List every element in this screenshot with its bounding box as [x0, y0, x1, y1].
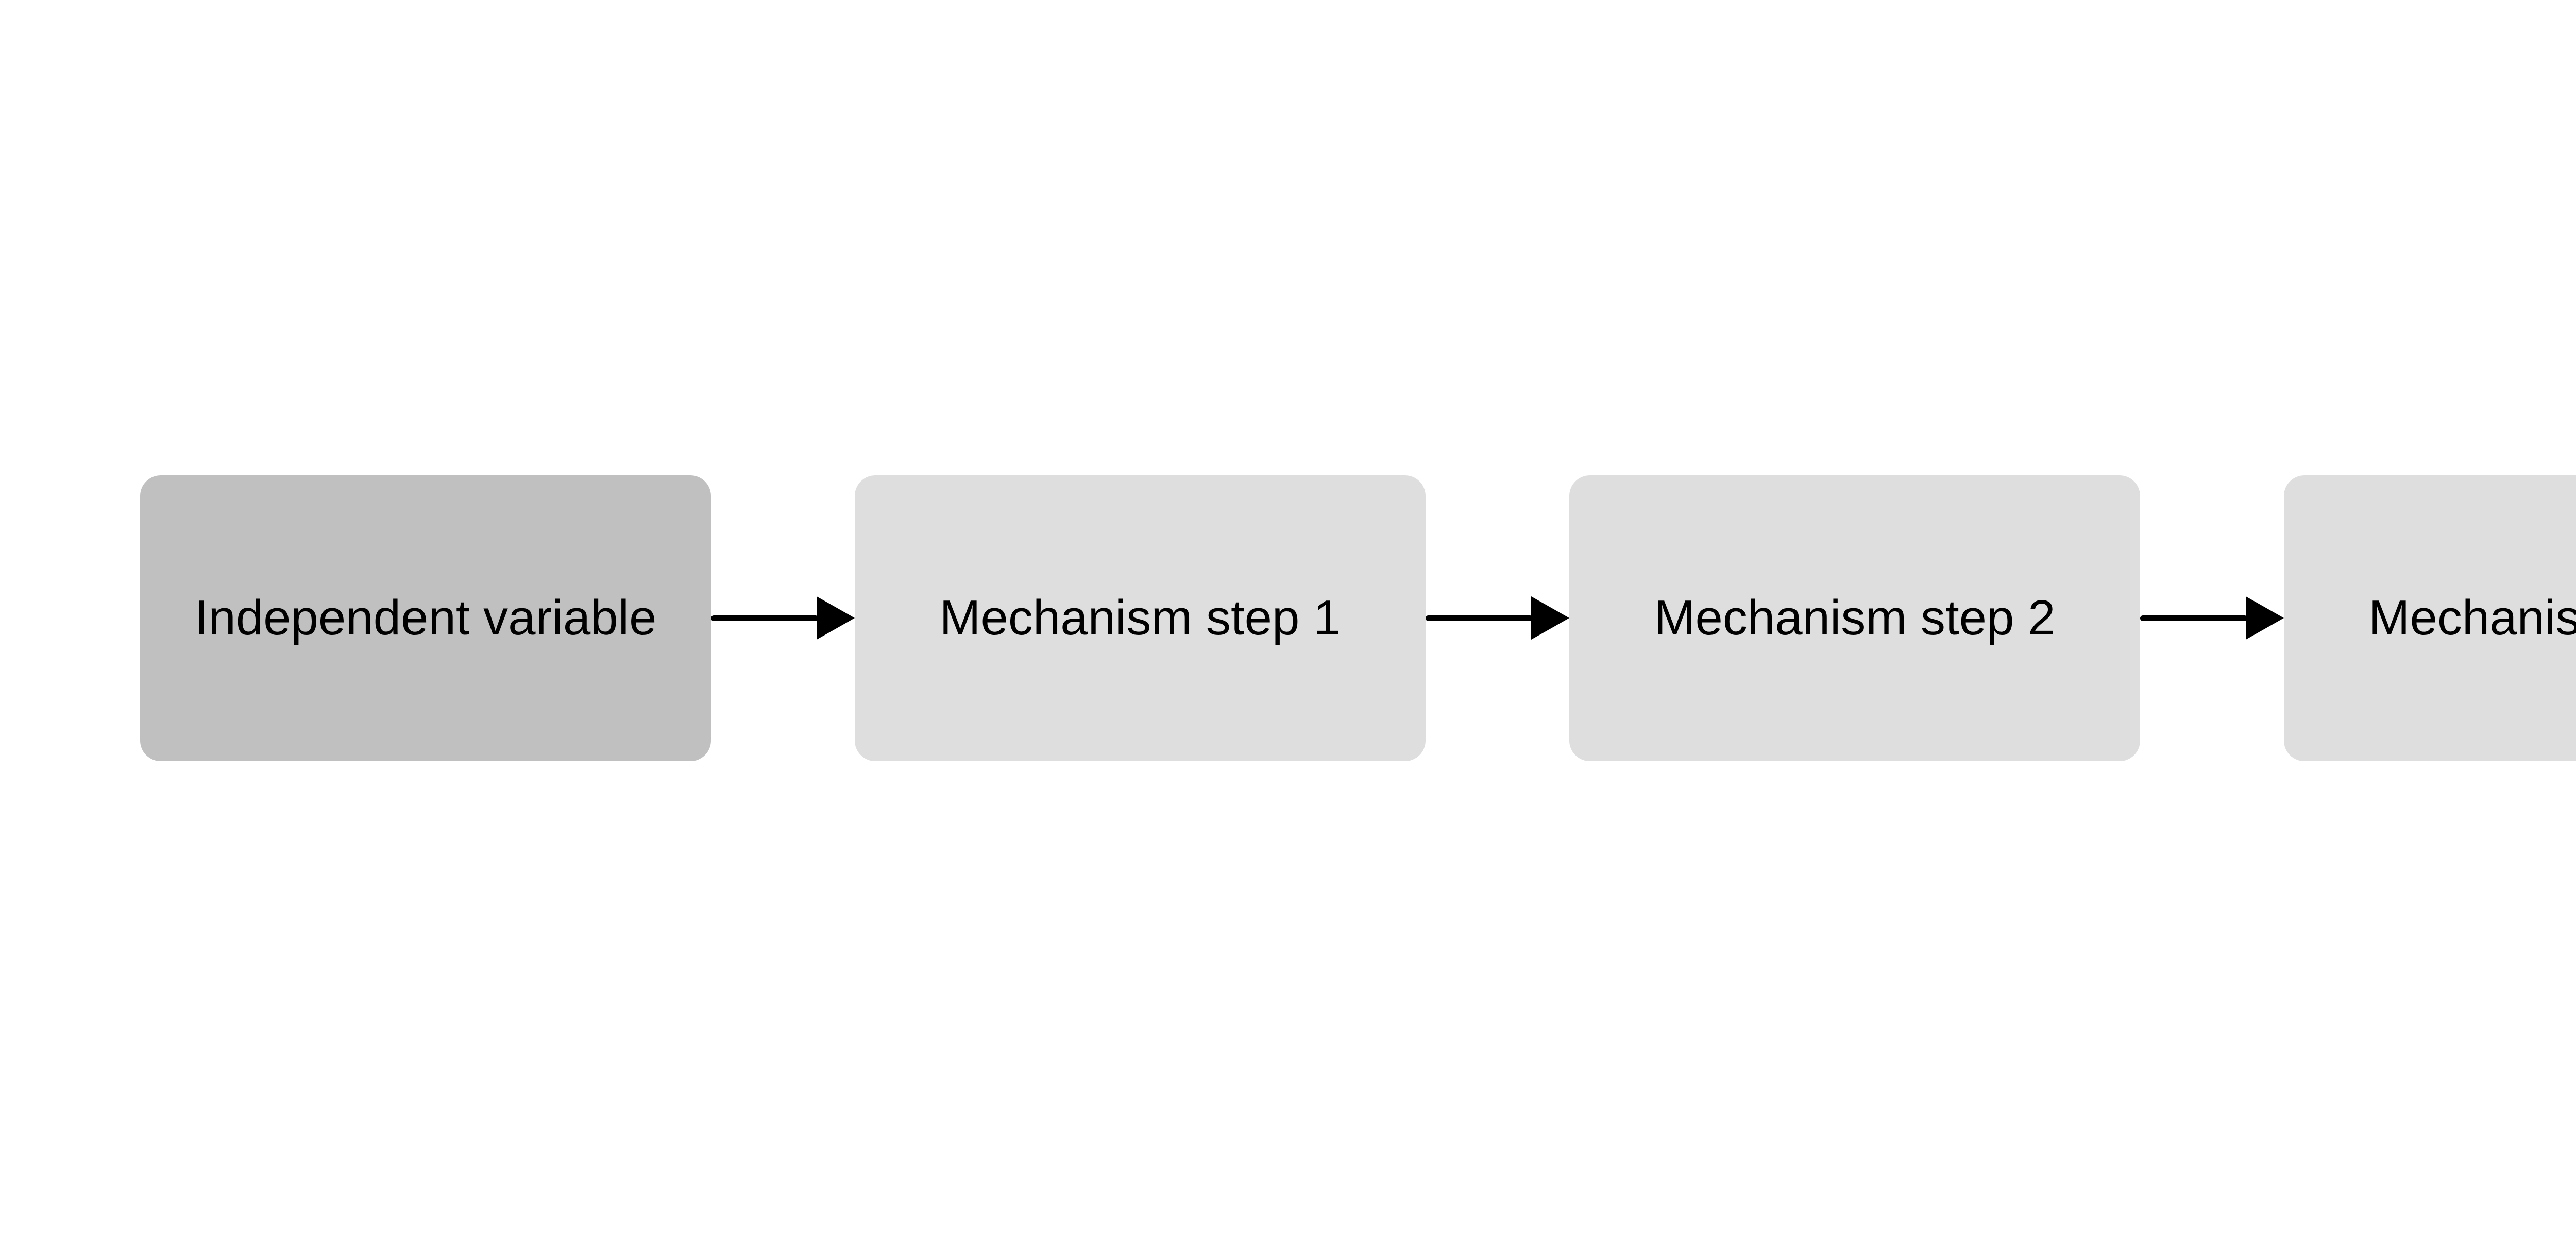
- node-label: Mechanism step 1: [939, 590, 1341, 646]
- arrow-3: [2140, 587, 2284, 649]
- node-label: Mechanism step 2: [1654, 590, 2056, 646]
- node-label: Mechanism step 3: [2368, 590, 2576, 646]
- arrowhead-icon: [817, 596, 855, 640]
- arrow-2: [1426, 587, 1569, 649]
- arrowhead-icon: [2246, 596, 2284, 640]
- node-mechanism-step-1: Mechanism step 1: [855, 475, 1426, 761]
- arrow-line: [2140, 615, 2247, 621]
- arrow-line: [1426, 615, 1533, 621]
- arrow-line: [711, 615, 818, 621]
- node-independent-variable: Independent variable: [140, 475, 711, 761]
- arrowhead-icon: [1531, 596, 1569, 640]
- node-mechanism-step-3: Mechanism step 3: [2284, 475, 2576, 761]
- flowchart: Independent variable Mechanism step 1 Me…: [140, 475, 2576, 761]
- node-mechanism-step-2: Mechanism step 2: [1569, 475, 2140, 761]
- arrow-1: [711, 587, 855, 649]
- node-label: Independent variable: [194, 590, 657, 646]
